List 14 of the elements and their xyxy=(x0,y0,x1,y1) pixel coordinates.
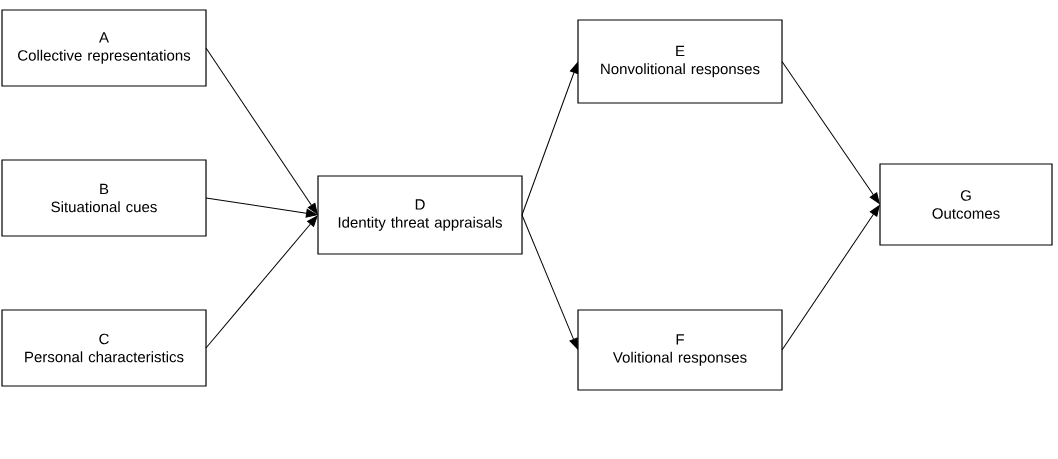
process-box: A Collective representations xyxy=(1,9,207,87)
arrow xyxy=(521,214,578,350)
process-box: D Identity threat appraisals xyxy=(317,175,523,255)
arrow xyxy=(521,62,579,216)
process-box: E Nonvolitional responses xyxy=(577,19,783,104)
arrow xyxy=(205,215,318,349)
process-box: G Outcomes xyxy=(879,163,1053,246)
arrow xyxy=(781,61,880,204)
process-box: C Personal characteristics xyxy=(1,309,207,387)
arrow xyxy=(781,205,880,351)
process-box: F Volitional responses xyxy=(577,309,783,391)
arrow xyxy=(205,197,318,218)
process-box: B Situational cues xyxy=(1,159,207,237)
arrow xyxy=(205,47,318,215)
